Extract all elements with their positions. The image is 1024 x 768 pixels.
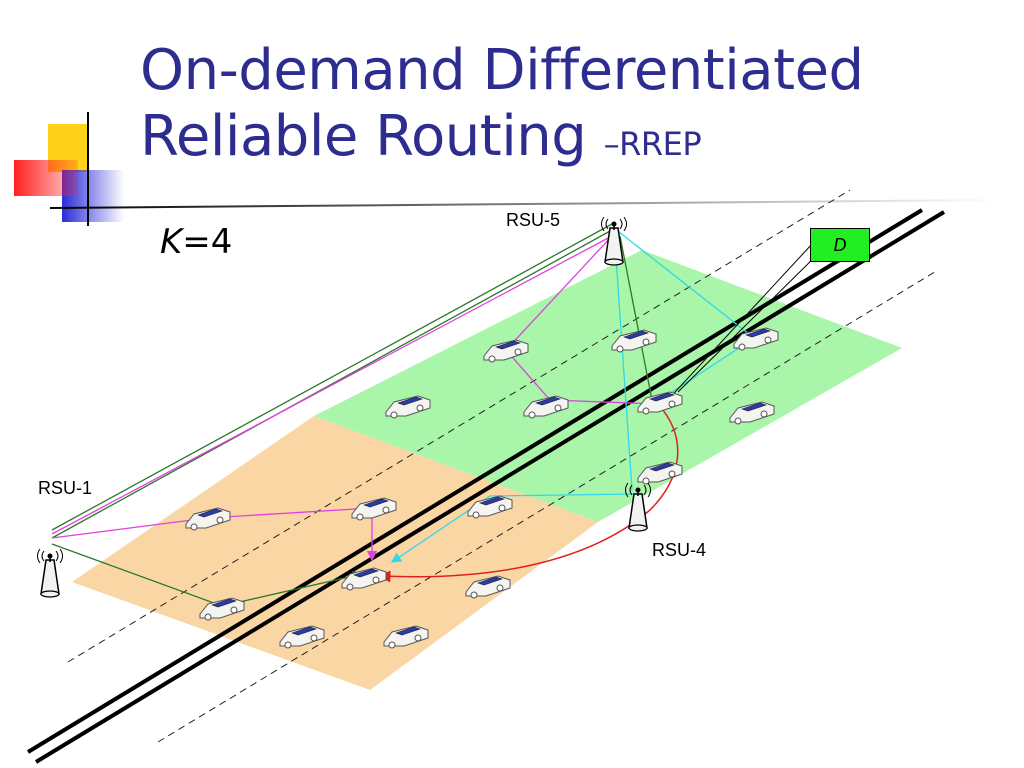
title-line-1: On-demand Differentiated — [140, 38, 864, 103]
title-line-2: Reliable Routing –RREP — [140, 104, 864, 177]
corner-decoration — [14, 112, 1001, 226]
rsu5-green-paths — [619, 235, 653, 401]
k-parameter: K=4 — [160, 222, 232, 262]
rsu1-tower-icon — [36, 548, 64, 598]
rsu4-label: RSU-4 — [652, 540, 707, 560]
destination-box: D — [810, 228, 870, 262]
slide-title: On-demand Differentiated Reliable Routin… — [140, 38, 864, 177]
k-symbol: K — [160, 222, 183, 262]
rsu5-label: RSU-5 — [506, 210, 561, 230]
rsu5-coverage-zone — [314, 250, 902, 522]
k-value: =4 — [182, 222, 233, 262]
title-suffix: –RREP — [603, 125, 702, 163]
railway — [26, 208, 946, 764]
lane-lines — [67, 189, 939, 743]
rsu1-label: RSU-1 — [38, 478, 93, 498]
reply-path — [378, 403, 679, 583]
rsu5-paths — [51, 235, 659, 562]
title-main: Reliable Routing — [140, 104, 587, 169]
rsu5-tower-icon — [600, 216, 628, 266]
destination-pointers — [663, 243, 823, 405]
